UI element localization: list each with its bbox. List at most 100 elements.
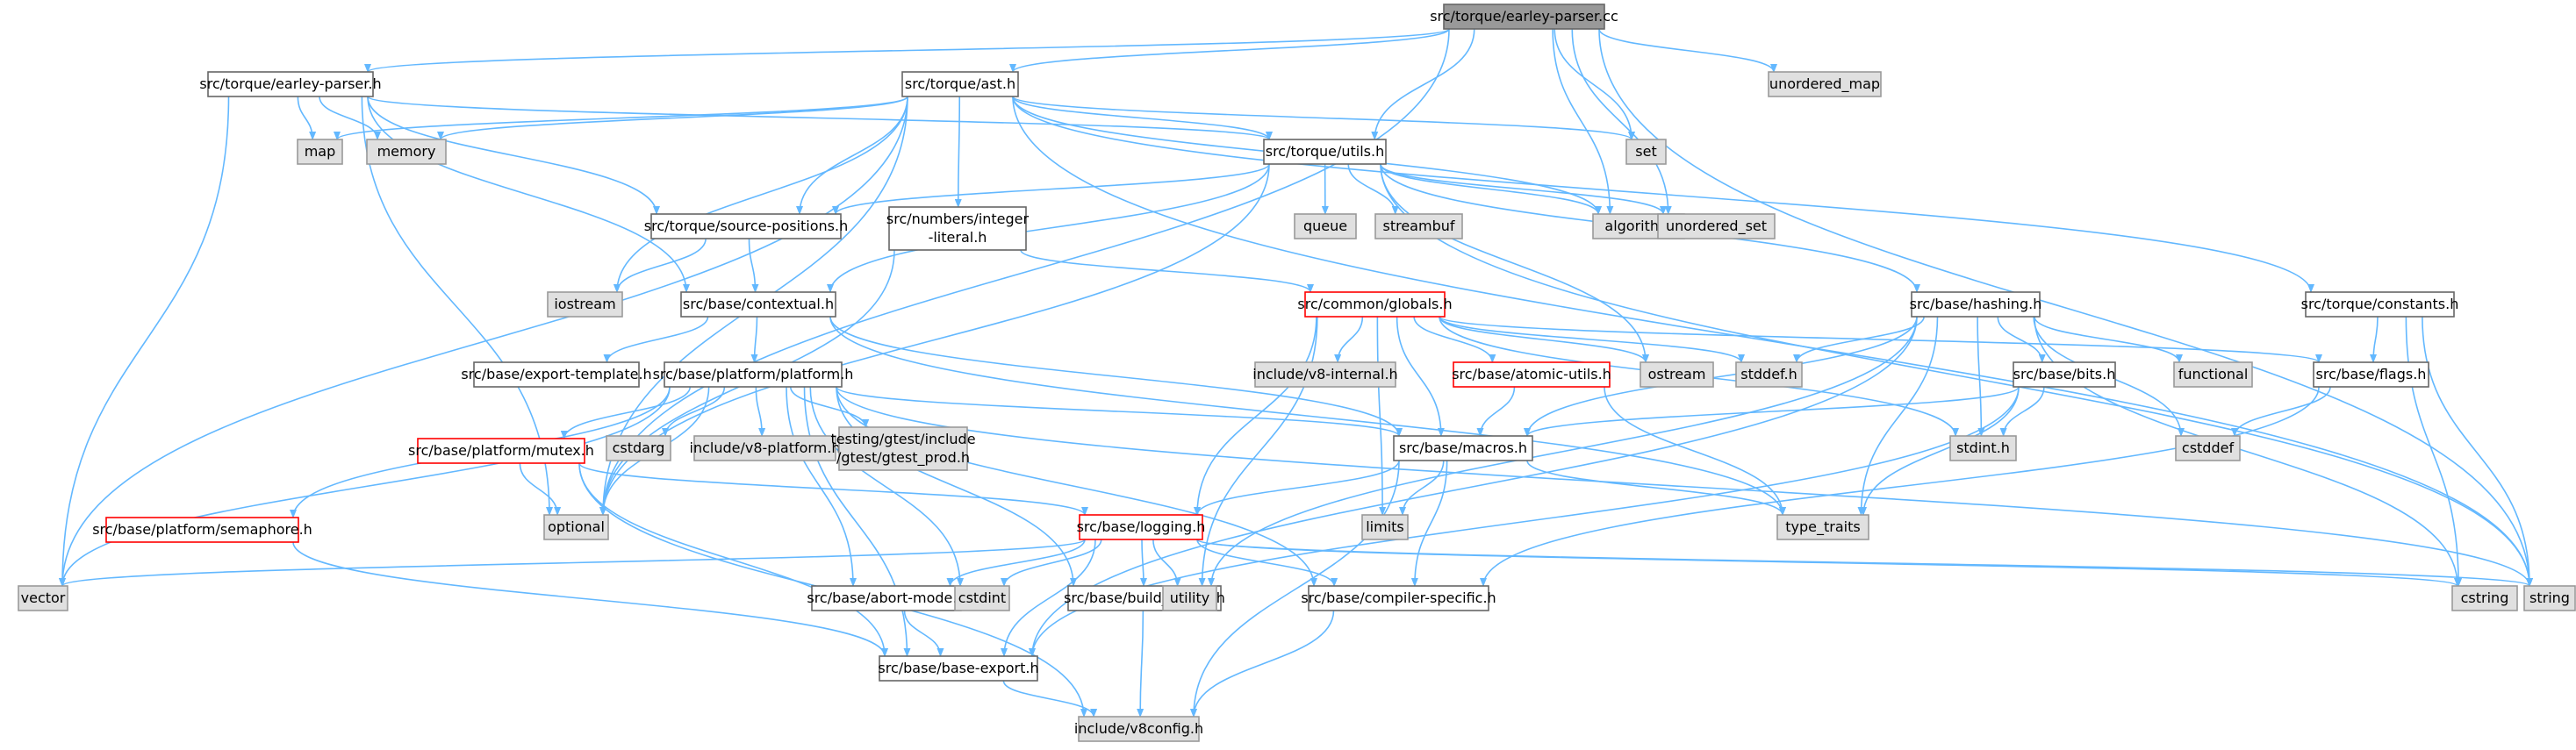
node-unordered-map: unordered_map xyxy=(1768,71,1882,97)
edge-hashing-h-to-functional xyxy=(2034,316,2183,363)
node-label: src/base/export-template.h xyxy=(461,366,651,382)
edge-source-positions-h-to-contextual-h xyxy=(748,238,759,293)
node-label: ostream xyxy=(1648,366,1706,382)
edge-ast-h-to-string xyxy=(1012,96,2533,587)
edge-logging-h-to-utility xyxy=(1152,539,1181,587)
node-label: src/base/atomic-utils.h xyxy=(1452,366,1611,382)
node-cstring: cstring xyxy=(2451,585,2518,611)
node-box xyxy=(1304,291,1446,318)
node-source-positions-h[interactable]: src/torque/source-positions.h xyxy=(644,213,848,239)
node-box xyxy=(366,139,447,165)
node-globals-h[interactable]: src/common/globals.h xyxy=(1297,291,1453,318)
edge-base-export-h-to-v8config-h xyxy=(1002,680,1098,718)
edge-platform-h-to-v8-platform-h xyxy=(755,386,766,437)
node-logging-h[interactable]: src/base/logging.h xyxy=(1077,514,1206,540)
node-box xyxy=(2173,361,2253,388)
node-box xyxy=(543,514,609,540)
node-box xyxy=(207,71,374,97)
edge-ast-h-to-integer-literal-h xyxy=(954,96,962,208)
node-utils-h[interactable]: src/torque/utils.h xyxy=(1263,139,1387,165)
node-platform-h[interactable]: src/base/platform/platform.h xyxy=(653,361,854,388)
node-macros-h[interactable]: src/base/macros.h xyxy=(1393,435,1533,461)
node-mutex-h[interactable]: src/base/platform/mutex.h xyxy=(408,438,594,464)
node-box xyxy=(1949,435,2017,461)
node-set: set xyxy=(1625,139,1667,165)
node-box xyxy=(1263,139,1387,165)
node-label: map xyxy=(305,143,336,160)
edge-platform-h-to-cstdint xyxy=(809,386,964,587)
edge-macros-h-to-limits xyxy=(1399,460,1445,516)
edge-earley-cc-to-set xyxy=(1553,28,1635,140)
edge-mutex-h-to-optional xyxy=(519,462,562,516)
node-bits-h[interactable]: src/base/bits.h xyxy=(2013,361,2116,388)
node-label: src/torque/earley-parser.h xyxy=(199,75,381,92)
edge-globals-h-to-macros-h xyxy=(1396,316,1445,437)
edge-logging-h-to-string xyxy=(1196,539,2533,587)
edge-earley-h-to-vector xyxy=(59,96,230,587)
node-abort-mode-h[interactable]: src/base/abort-mode.h xyxy=(807,585,966,611)
node-box xyxy=(2451,585,2518,611)
edge-platform-h-to-build-config-h xyxy=(836,386,1077,587)
node-contextual-h[interactable]: src/base/contextual.h xyxy=(680,291,836,318)
node-export-template-h[interactable]: src/base/export-template.h xyxy=(461,361,652,388)
node-map: map xyxy=(297,139,343,165)
edge-earley-h-to-source-positions-h xyxy=(367,96,660,215)
node-earley-cc[interactable]: src/torque/earley-parser.cc xyxy=(1430,4,1618,30)
edge-ast-h-to-utils-h xyxy=(1012,96,1273,140)
node-label: include/v8-platform.h xyxy=(690,439,841,456)
node-streambuf: streambuf xyxy=(1374,213,1463,239)
node-box xyxy=(2305,291,2455,318)
node-label: stdint.h xyxy=(1956,439,2010,456)
node-ostream: ostream xyxy=(1640,361,1714,388)
node-box xyxy=(1453,361,1611,388)
node-label: queue xyxy=(1303,218,1347,234)
node-stdint-h: stdint.h xyxy=(1949,435,2017,461)
node-cstddef: cstddef xyxy=(2175,435,2241,461)
node-box xyxy=(693,435,836,461)
node-compiler-specific-h[interactable]: src/base/compiler-specific.h xyxy=(1301,585,1496,611)
edge-globals-h-to-atomic-utils-h xyxy=(1413,316,1496,363)
node-label: src/numbers/integer xyxy=(886,211,1030,227)
node-label: include/v8config.h xyxy=(1074,720,1203,737)
node-stddef-h: stddef.h xyxy=(1735,361,1803,388)
node-label: src/base/bits.h xyxy=(2013,366,2116,382)
edge-hashing-h-to-stddef-h xyxy=(1793,316,1925,363)
edge-earley-cc-to-unordered-map xyxy=(1598,28,1777,73)
node-box xyxy=(1374,213,1463,239)
edge-ast-h-to-vector xyxy=(59,96,908,587)
edge-utils-h-to-string xyxy=(1380,163,2533,587)
edge-platform-h-to-gtest-prod-h xyxy=(789,386,870,428)
node-box xyxy=(1640,361,1714,388)
edge-build-config-h-to-v8config-h xyxy=(1137,610,1144,718)
node-memory: memory xyxy=(366,139,447,165)
node-box xyxy=(606,435,671,461)
node-functional: functional xyxy=(2173,361,2253,388)
node-label: src/base/platform/mutex.h xyxy=(408,442,594,459)
node-label: set xyxy=(1635,143,1656,160)
edge-mutex-h-to-base-export-h xyxy=(578,462,888,657)
node-v8config-h: include/v8config.h xyxy=(1074,716,1203,742)
node-base-export-h[interactable]: src/base/base-export.h xyxy=(878,655,1039,682)
edge-earley-cc-to-unordered-set xyxy=(1571,28,1672,215)
node-ast-h[interactable]: src/torque/ast.h xyxy=(901,71,1019,97)
node-box xyxy=(1657,213,1776,239)
node-semaphore-h[interactable]: src/base/platform/semaphore.h xyxy=(92,517,312,543)
edge-earley-cc-to-string xyxy=(1598,28,2533,587)
edge-platform-h-to-string xyxy=(836,386,2533,587)
node-atomic-utils-h[interactable]: src/base/atomic-utils.h xyxy=(1452,361,1611,388)
edge-flags-h-to-cstddef xyxy=(2231,386,2331,437)
node-flags-h[interactable]: src/base/flags.h xyxy=(2313,361,2429,388)
node-box xyxy=(547,291,623,318)
node-earley-h[interactable]: src/torque/earley-parser.h xyxy=(199,71,382,97)
node-label: -literal.h xyxy=(929,229,987,246)
edge-platform-h-to-macros-h xyxy=(836,386,1403,437)
node-hashing-h[interactable]: src/base/hashing.h xyxy=(1910,291,2042,318)
node-constants-h[interactable]: src/torque/constants.h xyxy=(2301,291,2459,318)
node-gtest-prod-h: testing/gtest/include/gtest/gtest_prod.h xyxy=(830,426,976,471)
node-label: memory xyxy=(377,143,436,160)
node-box xyxy=(1776,514,1869,540)
node-label: utility xyxy=(1170,589,1210,606)
node-integer-literal-h[interactable]: src/numbers/integer -literal.h xyxy=(886,206,1030,251)
edge-globals-h-to-stddef-h xyxy=(1439,316,1745,363)
node-label: cstdarg xyxy=(613,439,665,456)
